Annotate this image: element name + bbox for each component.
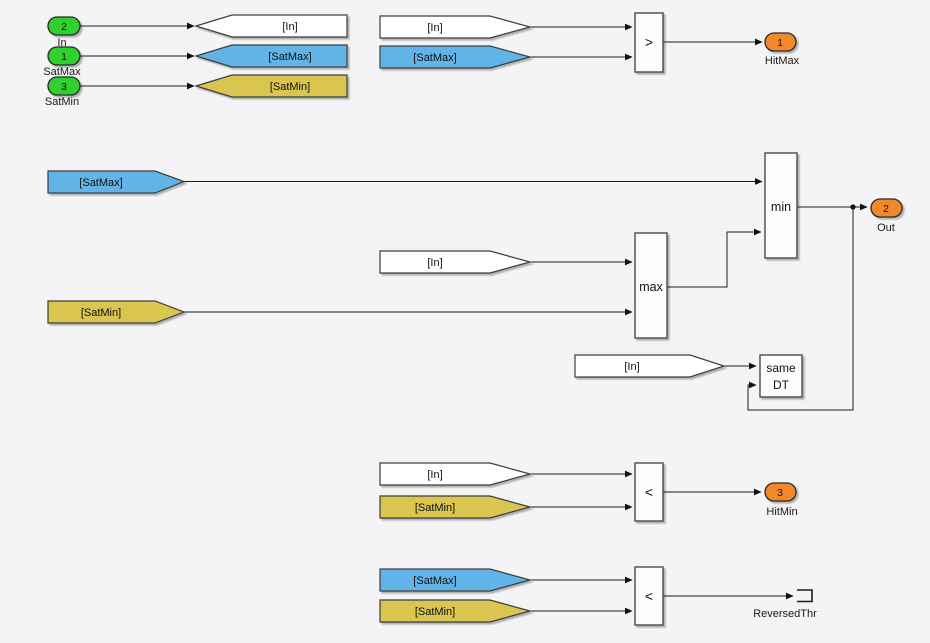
- svg-text:[SatMin]: [SatMin]: [81, 307, 121, 319]
- inport-satmin[interactable]: 3: [47, 76, 81, 96]
- inport-satmin-label: SatMin: [45, 96, 79, 108]
- from-tag-satmax-reversed[interactable]: [SatMax]: [379, 568, 533, 592]
- relational-lt-hitmin-block[interactable]: <: [634, 462, 664, 522]
- relational-lt-reversed-block[interactable]: <: [634, 566, 664, 626]
- inport-satmax[interactable]: 1: [47, 46, 81, 66]
- max-block[interactable]: max: [634, 232, 668, 339]
- svg-text:<: <: [645, 484, 653, 500]
- svg-text:[SatMin]: [SatMin]: [270, 81, 310, 93]
- svg-text:<: <: [645, 588, 653, 604]
- wires: [80, 22, 868, 615]
- wire-max-to-min-in2[interactable]: [667, 228, 762, 288]
- outport-out[interactable]: 2: [870, 198, 903, 218]
- svg-text:[In]: [In]: [427, 257, 442, 269]
- svg-text:>: >: [645, 34, 653, 50]
- from-tag-satmax-long[interactable]: [SatMax]: [47, 170, 186, 194]
- terminator-block[interactable]: [797, 589, 813, 603]
- from-tag-satmin-long[interactable]: [SatMin]: [47, 300, 186, 324]
- outport-hitmax[interactable]: 1: [764, 32, 797, 52]
- svg-text:min: min: [771, 200, 791, 214]
- goto-tag-in[interactable]: [In]: [193, 14, 348, 38]
- from-tag-in-hitmax[interactable]: [In]: [379, 15, 533, 39]
- min-block[interactable]: min: [764, 152, 798, 259]
- from-tag-satmin-reversed[interactable]: [SatMin]: [379, 599, 533, 623]
- from-tag-in-samedt[interactable]: [In]: [574, 354, 726, 378]
- from-tag-in-hitmin[interactable]: [In]: [379, 462, 533, 486]
- inport-in[interactable]: 2: [47, 16, 81, 36]
- inport-satmax-label: SatMax: [43, 66, 81, 78]
- from-tag-satmin-hitmin[interactable]: [SatMin]: [379, 495, 533, 519]
- svg-text:[In]: [In]: [427, 469, 442, 481]
- svg-text:[SatMin]: [SatMin]: [415, 502, 455, 514]
- svg-text:2: 2: [61, 21, 67, 33]
- svg-text:3: 3: [777, 487, 783, 499]
- svg-text:[SatMin]: [SatMin]: [415, 606, 455, 618]
- svg-text:[In]: [In]: [282, 21, 297, 33]
- inport-in-label: In: [57, 37, 66, 49]
- goto-tag-satmax[interactable]: [SatMax]: [193, 44, 348, 68]
- svg-text:[SatMax]: [SatMax]: [413, 575, 456, 587]
- svg-text:max: max: [639, 280, 663, 294]
- terminator-label: ReversedThr: [753, 608, 817, 620]
- wire-min-branch-to-samedt-in2[interactable]: [747, 207, 854, 411]
- svg-text:same: same: [766, 361, 796, 375]
- svg-text:[SatMax]: [SatMax]: [413, 52, 456, 64]
- wire-branch-dot: [850, 204, 856, 210]
- from-tag-satmax-hitmax[interactable]: [SatMax]: [379, 45, 533, 69]
- svg-text:[In]: [In]: [624, 361, 639, 373]
- relational-gt-block[interactable]: >: [634, 12, 664, 73]
- svg-text:DT: DT: [773, 378, 790, 392]
- outport-hitmax-label: HitMax: [765, 55, 800, 67]
- svg-text:1: 1: [61, 51, 67, 63]
- svg-text:1: 1: [777, 37, 783, 49]
- svg-text:2: 2: [883, 203, 889, 215]
- outport-hitmin[interactable]: 3: [764, 482, 797, 502]
- goto-tag-satmin[interactable]: [SatMin]: [193, 74, 348, 98]
- svg-text:[In]: [In]: [427, 22, 442, 34]
- outport-hitmin-label: HitMin: [766, 506, 797, 518]
- terminator-icon: [797, 589, 813, 603]
- outport-out-label: Out: [877, 222, 895, 234]
- svg-text:3: 3: [61, 81, 67, 93]
- svg-text:[SatMax]: [SatMax]: [79, 177, 122, 189]
- svg-text:[SatMax]: [SatMax]: [268, 51, 311, 63]
- same-dt-block[interactable]: same DT: [759, 354, 803, 398]
- from-tag-in-middle[interactable]: [In]: [379, 250, 533, 274]
